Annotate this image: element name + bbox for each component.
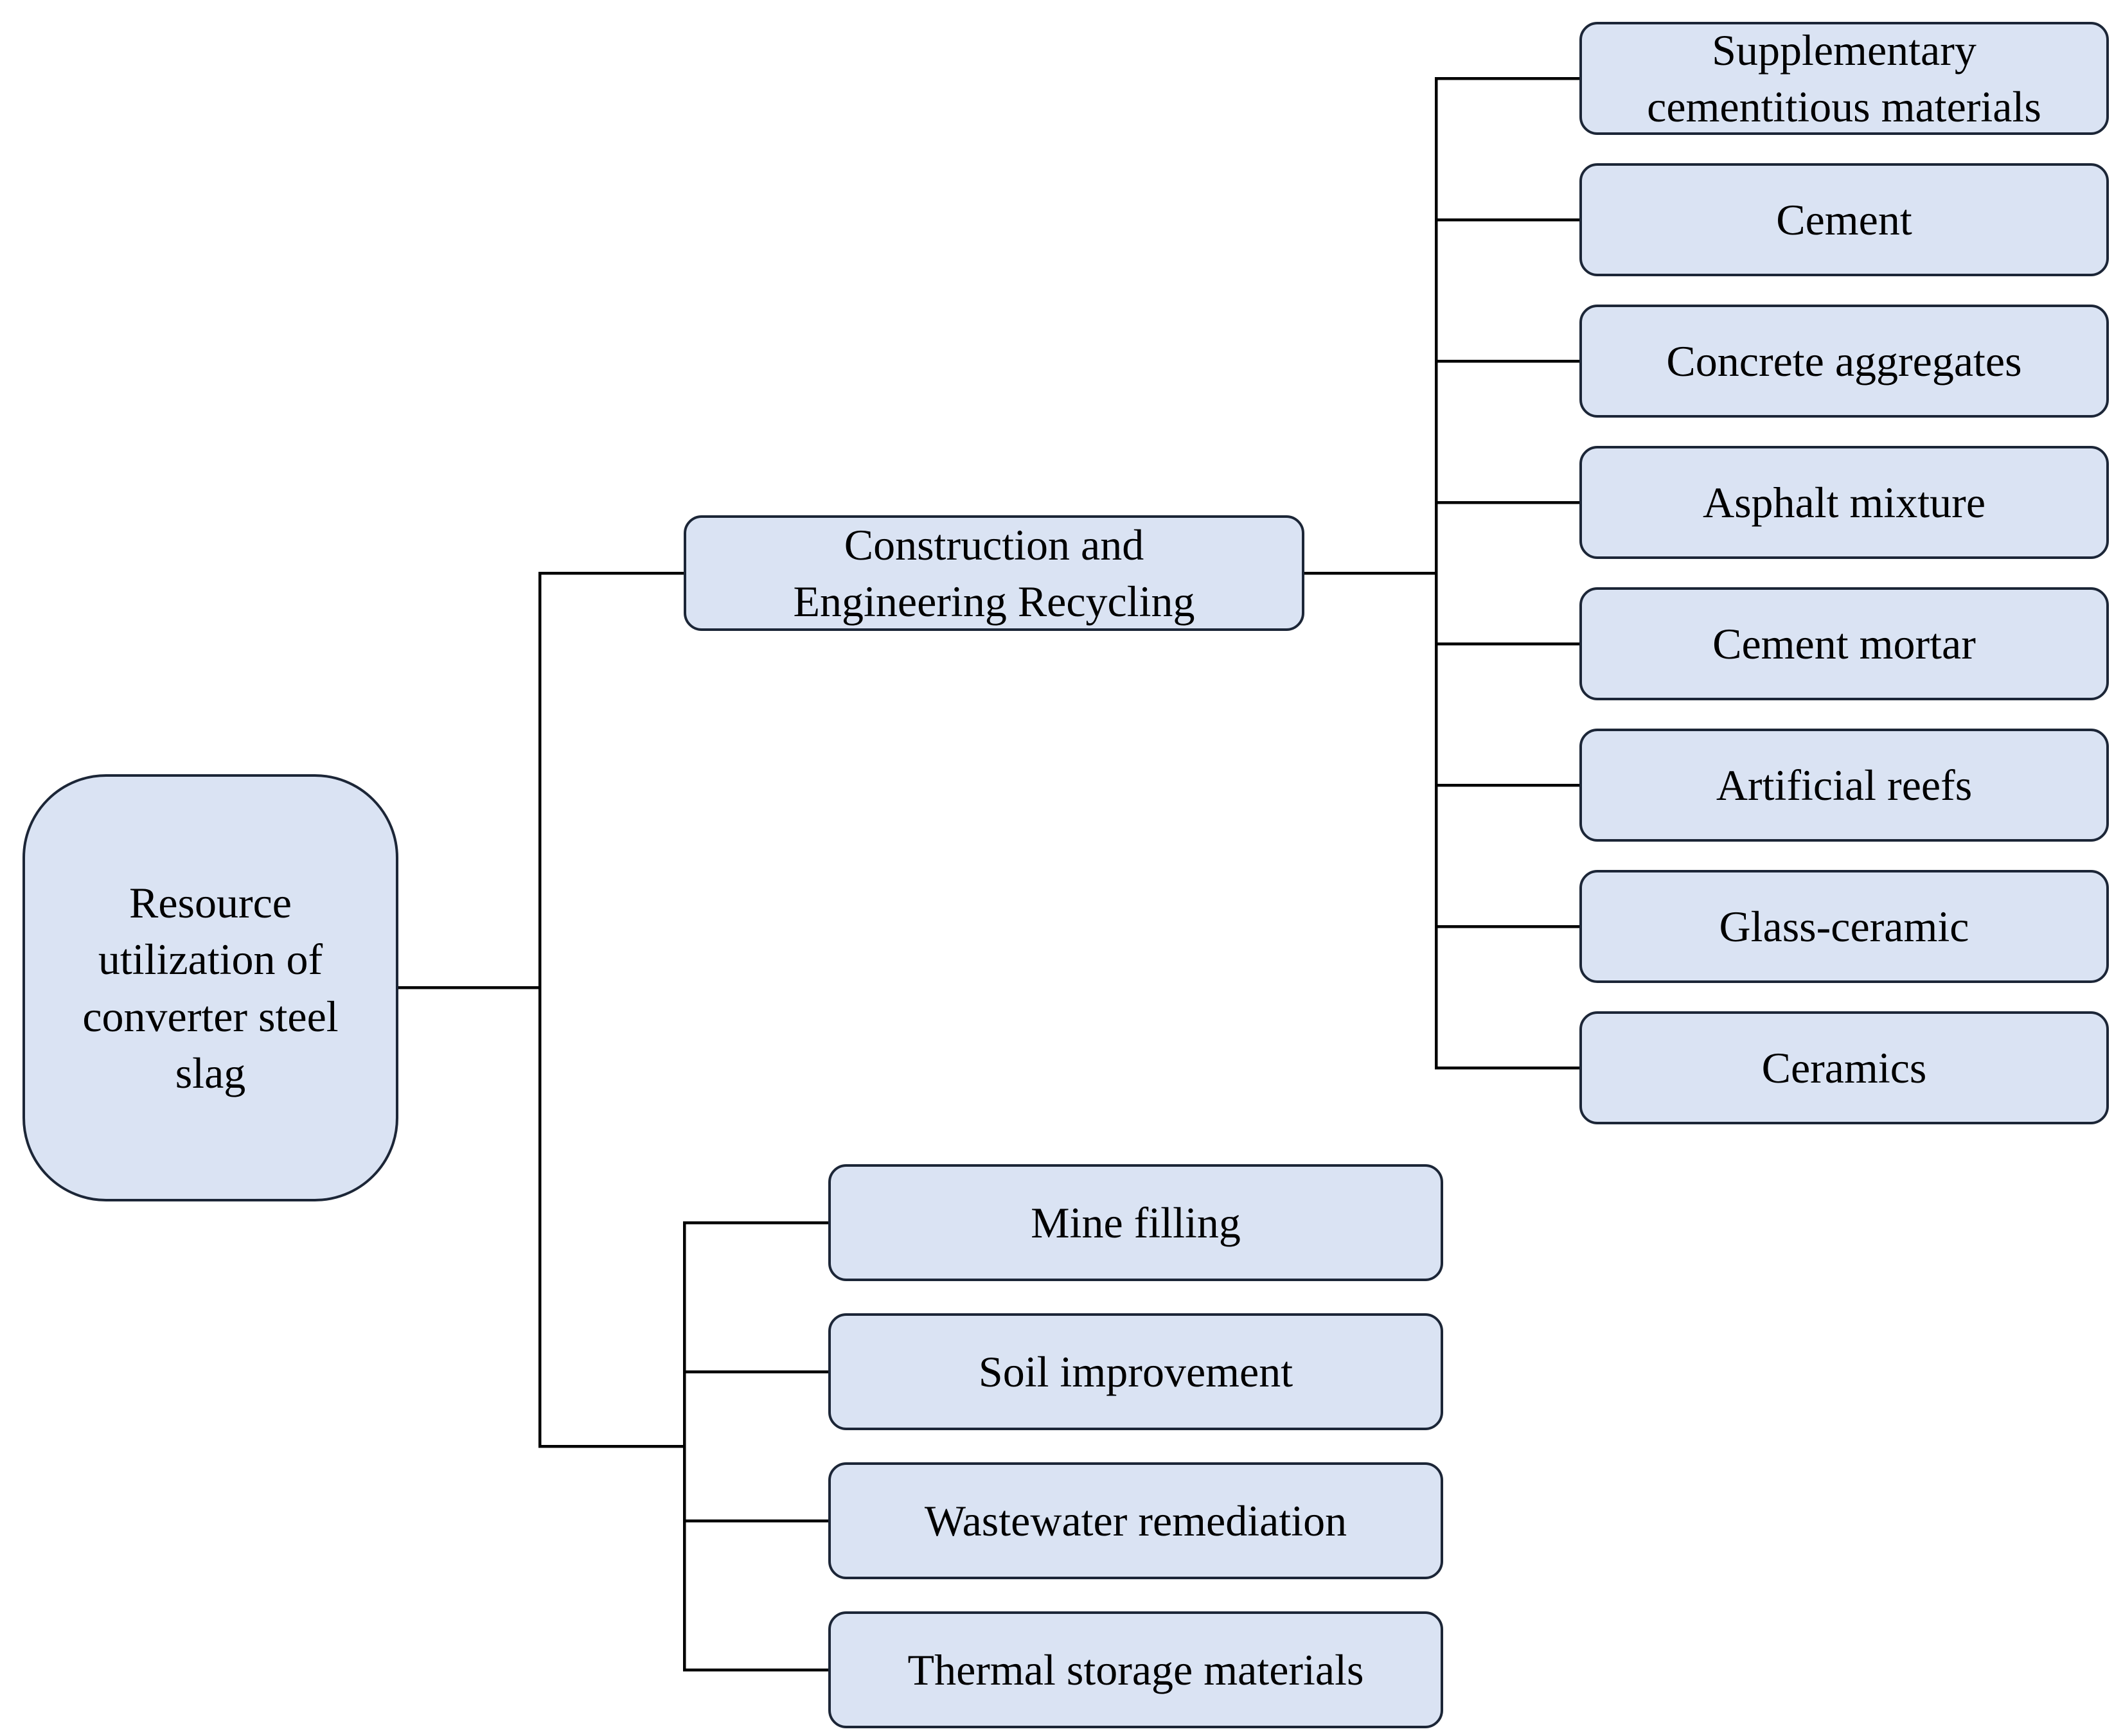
node-glass-ceramic: Glass-ceramic xyxy=(1579,870,2109,983)
node-artificial-reefs: Artificial reefs xyxy=(1579,729,2109,842)
node-concrete-aggregates: Concrete aggregates xyxy=(1579,305,2109,418)
node-cement: Cement xyxy=(1579,163,2109,276)
node-wastewater-remediation: Wastewater remediation xyxy=(828,1462,1443,1579)
node-root: Resource utilization of converter steel … xyxy=(22,774,398,1201)
node-thermal-storage-materials: Thermal storage materials xyxy=(828,1611,1443,1728)
node-mine-filling: Mine filling xyxy=(828,1164,1443,1281)
node-soil-improvement: Soil improvement xyxy=(828,1313,1443,1430)
node-ceramics: Ceramics xyxy=(1579,1011,2109,1124)
node-construction-engineering-recycling: Construction and Engineering Recycling xyxy=(684,515,1304,631)
node-supplementary-cementitious-materials: Supplementary cementitious materials xyxy=(1579,22,2109,135)
node-asphalt-mixture: Asphalt mixture xyxy=(1579,446,2109,559)
node-cement-mortar: Cement mortar xyxy=(1579,587,2109,700)
